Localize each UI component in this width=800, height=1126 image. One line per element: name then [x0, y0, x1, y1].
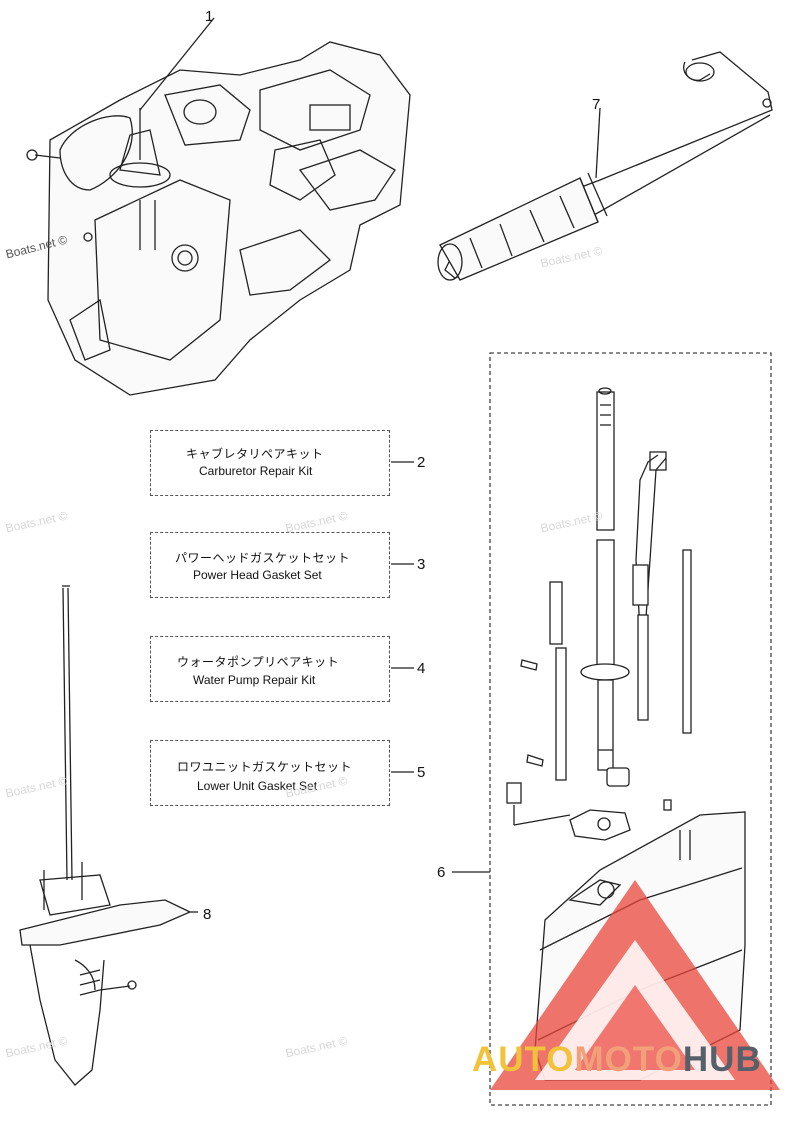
kit-power-head-en: Power Head Gasket Set: [193, 568, 322, 582]
tiller-handle-illustration: [437, 51, 773, 281]
callout-6: 6: [437, 864, 446, 881]
callout-1: 1: [205, 8, 214, 25]
callout-8: 8: [203, 906, 212, 923]
logo-moto: MOTO: [574, 1040, 683, 1079]
kit-carburetor-en: Carburetor Repair Kit: [199, 464, 313, 478]
kit-lower-unit-en: Lower Unit Gasket Set: [197, 779, 318, 793]
callout-4: 4: [417, 660, 426, 677]
logo-hub: HUB: [682, 1040, 762, 1079]
kit-box-carburetor: キャブレタリペアキット Carburetor Repair Kit: [150, 430, 390, 496]
kit-box-power-head: パワーヘッドガスケットセット Power Head Gasket Set: [150, 532, 390, 598]
callout-7: 7: [592, 96, 601, 113]
kit-carburetor-jp: キャブレタリペアキット: [186, 447, 324, 461]
kit-power-head-jp: パワーヘッドガスケットセット: [175, 551, 351, 565]
logo-auto: AUTO: [472, 1040, 575, 1079]
kit-water-pump-en: Water Pump Repair Kit: [193, 673, 316, 687]
kit-water-pump-jp: ウォータポンプリペアキット: [177, 655, 340, 669]
shift-rod-illustration: [506, 451, 692, 841]
lower-unit-illustration: [19, 585, 198, 1086]
logo-triangle: [490, 880, 780, 1090]
part-6-enclosure: [489, 352, 772, 1106]
callout-3: 3: [417, 556, 426, 573]
kit-box-lower-unit: ロワユニットガスケットセット Lower Unit Gasket Set: [150, 740, 390, 806]
kit-lower-unit-jp: ロワユニットガスケットセット: [177, 760, 353, 774]
automotohub-logo: AUTOMOTOHUB: [472, 1040, 762, 1080]
kit-box-water-pump: ウォータポンプリペアキット Water Pump Repair Kit: [150, 636, 390, 702]
drive-shaft-illustration: [580, 387, 630, 771]
callout-2: 2: [417, 454, 426, 471]
power-head-illustration: [26, 17, 411, 396]
callout-5: 5: [417, 764, 426, 781]
